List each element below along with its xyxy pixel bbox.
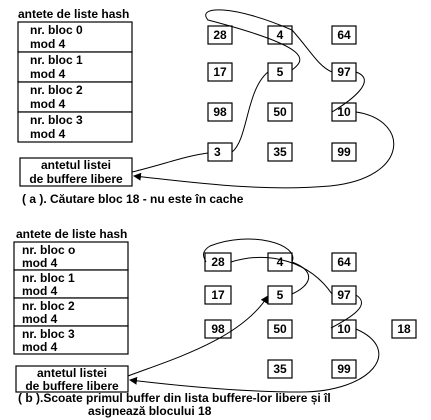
hash-header-box (13, 297, 129, 327)
hash-header-label: mod 4 (30, 127, 66, 141)
buffer-label: 98 (213, 105, 227, 119)
buffer-label: 99 (337, 145, 351, 159)
free-list-link (133, 111, 395, 189)
hash-header-label: nr. bloc 0 (30, 23, 83, 37)
buffer-label: 50 (273, 105, 287, 119)
buffer-label: 64 (337, 255, 351, 269)
diagram-a: antete de liste hash nr. bloc 0 mod 4 nr… (17, 7, 395, 206)
buffer-label: 10 (337, 322, 351, 336)
caption-b: ( b ).Scoate primul buffer din lista buf… (18, 391, 331, 405)
buffer-label: 97 (337, 288, 351, 302)
free-list-links (131, 9, 395, 189)
hash-header-label: nr. bloc 3 (30, 113, 83, 127)
buffer-label: 5 (277, 65, 284, 79)
hash-header-label: nr. bloc 1 (30, 53, 83, 67)
buffer-label: 18 (397, 322, 411, 336)
hash-header-label: mod 4 (30, 37, 66, 51)
buffer-label: 5 (277, 288, 284, 302)
free-list-link (205, 9, 333, 73)
buffer-label: 17 (213, 65, 227, 79)
hash-header-label: mod 4 (22, 312, 58, 326)
buffer-box (267, 142, 293, 162)
hash-header-box (17, 51, 133, 83)
caption-a: ( a ). Căutare bloc 18 - nu este în cach… (22, 192, 244, 206)
buffer-grid: 28 4 64 17 5 97 98 50 10 3 35 99 (207, 25, 357, 162)
buffer-box (267, 102, 293, 122)
hash-header-label: nr. bloc 2 (22, 299, 75, 313)
hash-header-box (17, 111, 133, 143)
free-list-links (127, 238, 380, 393)
hash-header-label: mod 4 (22, 284, 58, 298)
free-list-link (127, 295, 269, 377)
free-list-link (129, 328, 380, 393)
buffer-grid: 28 4 64 17 5 97 98 50 10 18 35 99 (204, 252, 417, 379)
buffer-box (207, 102, 233, 122)
free-list-link (203, 238, 309, 295)
buffer-label: 3 (214, 145, 221, 159)
buffer-box (204, 319, 232, 339)
free-list-link (330, 294, 362, 329)
buffer-label: 98 (211, 322, 225, 336)
hash-headers-title: antete de liste hash (16, 227, 127, 241)
buffer-label: 35 (273, 362, 287, 376)
hash-header-box (13, 325, 129, 355)
buffer-box (331, 252, 357, 272)
buffer-box (207, 62, 233, 82)
hash-header-list: nr. bloc 0 mod 4 nr. bloc 1 mod 4 nr. bl… (17, 21, 133, 143)
free-list-header-label: de buffere libere (29, 172, 123, 186)
hash-header-list: nr. bloc o mod 4 nr. bloc 1 mod 4 nr. bl… (13, 241, 129, 355)
buffer-box (331, 359, 357, 379)
free-list-header-box (19, 157, 133, 187)
hash-header-label: nr. bloc 2 (30, 83, 83, 97)
free-list-header-box (15, 365, 129, 393)
buffer-label: 28 (213, 28, 227, 42)
free-list-header-label: de buffere libere (25, 379, 119, 393)
diagram-b: antete de liste hash nr. bloc o mod 4 nr… (13, 227, 417, 418)
buffer-label: 64 (337, 28, 351, 42)
buffer-box (331, 142, 357, 162)
buffer-box (267, 359, 293, 379)
buffer-box (331, 25, 357, 45)
buffer-box (267, 319, 293, 339)
free-list-header-label: antetul listei (41, 158, 111, 172)
free-list-link (230, 256, 333, 295)
hash-header-label: nr. bloc 1 (22, 271, 75, 285)
free-list-link (331, 71, 365, 113)
hash-header-label: mod 4 (22, 340, 58, 354)
caption-b-line2: asignează blocului 18 (88, 404, 212, 418)
buffer-box (267, 25, 293, 45)
buffer-label: 4 (277, 255, 284, 269)
buffer-label: 50 (273, 322, 287, 336)
hash-header-box (13, 241, 129, 271)
free-list-link (131, 152, 209, 173)
buffer-label: 97 (337, 65, 351, 79)
hash-headers-title: antete de liste hash (18, 7, 129, 21)
hash-header-box (13, 269, 129, 299)
hash-header-label: mod 4 (30, 97, 66, 111)
hash-header-label: nr. bloc o (22, 243, 75, 257)
hash-header-label: mod 4 (22, 256, 58, 270)
buffer-label: 17 (211, 288, 225, 302)
buffer-label: 35 (273, 145, 287, 159)
buffer-label: 99 (337, 362, 351, 376)
free-list-header-label: antetul listei (37, 366, 107, 380)
hash-header-label: nr. bloc 3 (22, 327, 75, 341)
buffer-box (204, 285, 232, 305)
buffer-box (207, 25, 233, 45)
hash-header-label: mod 4 (30, 67, 66, 81)
hash-header-box (17, 21, 133, 53)
buffer-label: 10 (337, 105, 351, 119)
buffer-box (267, 285, 293, 305)
buffer-label: 28 (211, 255, 225, 269)
buffer-label: 4 (277, 28, 284, 42)
free-list-link (231, 71, 269, 153)
buffer-box-new-18 (391, 319, 417, 339)
